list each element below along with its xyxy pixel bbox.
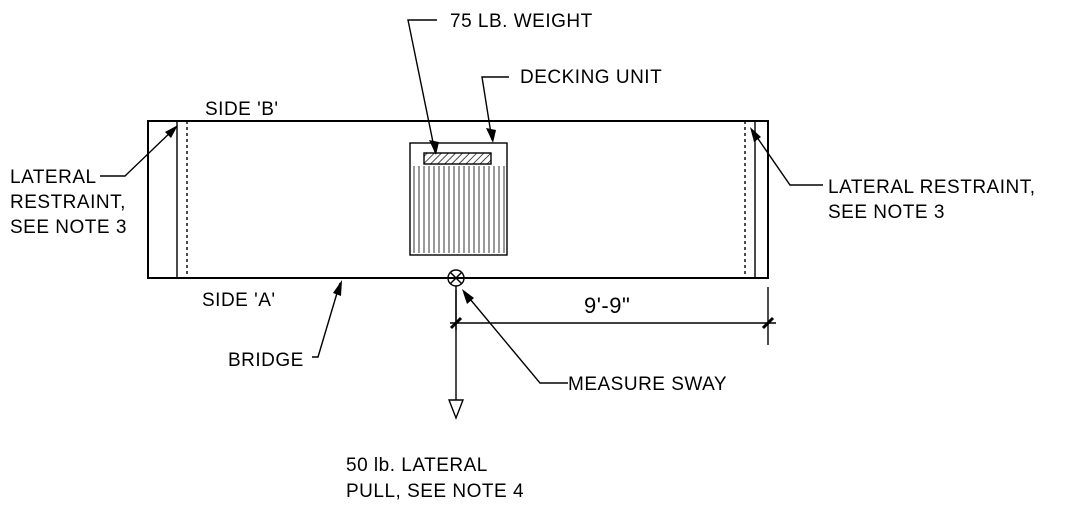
bridge-outline [147,120,769,279]
dimension-label: 9'-9" [584,293,630,318]
decking-unit-label: DECKING UNIT [520,67,662,88]
dimension-line [449,287,776,345]
weight-label: 75 LB. WEIGHT [450,11,593,32]
bridge-leader [312,280,342,358]
left-restraint-leader [100,125,178,177]
decking-unit [409,142,508,256]
left-restraint-lines [176,121,188,278]
right-restraint-leader [750,127,823,186]
measure-sway-leader [462,289,568,384]
left-restraint-label-line2: RESTRAINT, [10,192,126,213]
right-restraint-lines [744,121,756,278]
right-restraint-label-line2: SEE NOTE 3 [828,202,945,223]
pull-label-line2: PULL, SEE NOTE 4 [346,481,524,502]
weight-leader [407,19,439,155]
left-restraint-label-line1: LATERAL [10,167,97,188]
pull-label-line1: 50 lb. LATERAL [346,455,488,476]
weight-block [423,152,492,165]
bridge-label: BRIDGE [228,350,304,371]
side-a-label: SIDE 'A' [202,290,276,311]
left-restraint-label-line3: SEE NOTE 3 [10,217,127,238]
decking-unit-leader [481,76,509,143]
measure-sway-label: MEASURE SWAY [568,374,727,395]
right-restraint-label-line1: LATERAL RESTRAINT, [828,177,1036,198]
side-b-label: SIDE 'B' [205,99,279,120]
